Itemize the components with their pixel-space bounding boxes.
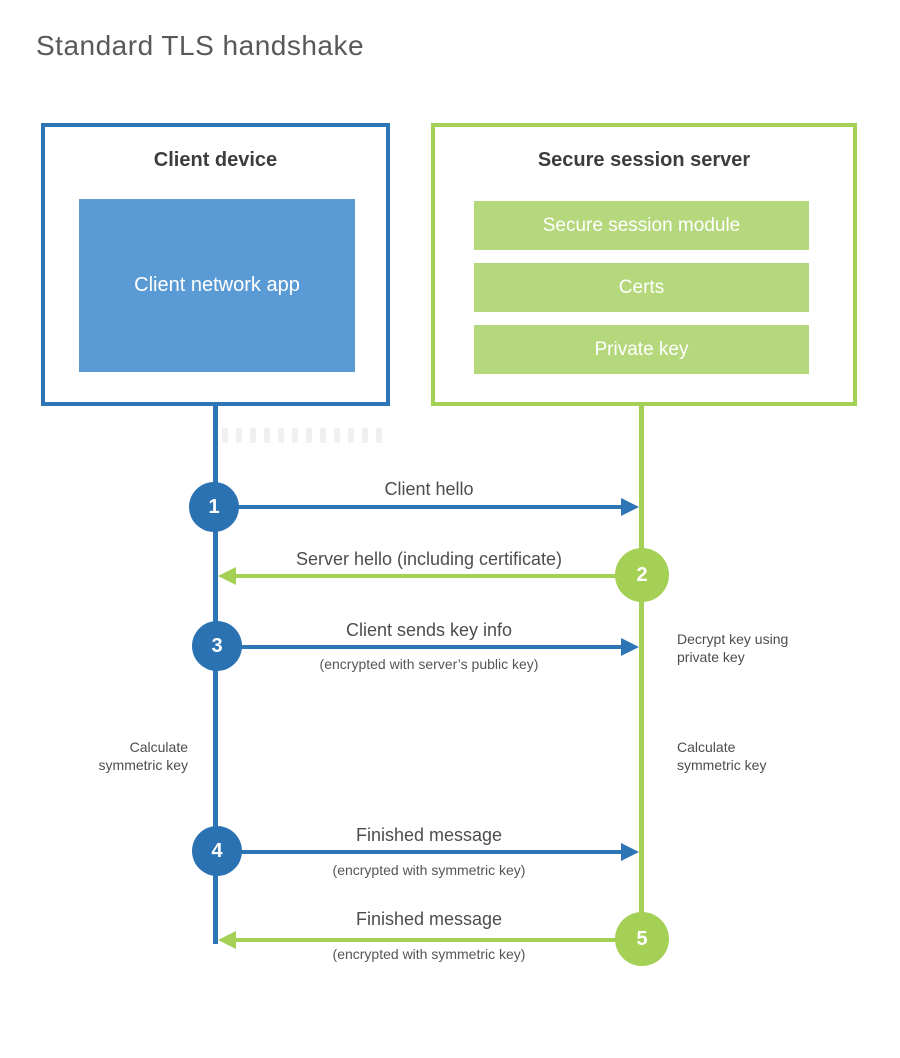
server-module-secure-session-module: Secure session module [474,201,809,250]
arrow-finished-client [217,850,623,854]
note-calculate-symmetric-key-server: Calculate symmetric key [677,739,767,773]
arrowhead-right-icon [621,638,639,656]
message-label-client-hello: Client hello [384,479,474,499]
server-module-certs: Certs [474,263,809,312]
note-calculate-symmetric-key-client: Calculate symmetric key [98,739,188,773]
message-label-finished-client: Finished message [355,825,503,845]
message-label-finished-server: Finished message [355,909,503,929]
arrowhead-left-icon [218,931,236,949]
client-lifeline [213,404,218,944]
arrow-client-key-info [217,645,623,649]
step-circle-4: 4 [192,826,242,876]
client-network-app-box: Client network app [79,199,355,372]
secure-session-server-title: Secure session server [537,149,751,171]
client-network-app-label: Client network app [134,274,300,296]
faint-dashed-artifact [222,428,386,443]
message-sublabel-encrypted-symmetric-key: (encrypted with symmetric key) [332,862,526,878]
message-sublabel-encrypted-public-key: (encrypted with server’s public key) [319,656,539,672]
client-device-title: Client device [153,149,278,171]
arrow-finished-server [236,938,642,942]
step-circle-3: 3 [192,621,242,671]
secure-session-server-box: Secure session server Secure session mod… [431,123,857,406]
step-circle-2: 2 [615,548,669,602]
arrowhead-right-icon [621,843,639,861]
server-lifeline [639,404,644,966]
message-label-server-hello: Server hello (including certificate) [295,549,563,569]
step-circle-5: 5 [615,912,669,966]
server-module-private-key: Private key [474,325,809,374]
arrow-server-hello [236,574,642,578]
arrow-client-hello [215,505,623,509]
note-decrypt-key: Decrypt key using private key [677,631,789,665]
arrowhead-right-icon [621,498,639,516]
client-device-box: Client device Client network app [41,123,390,406]
message-label-client-key-info: Client sends key info [345,620,513,640]
message-sublabel-encrypted-symmetric-key: (encrypted with symmetric key) [332,946,526,962]
step-circle-1: 1 [189,482,239,532]
page-title: Standard TLS handshake [36,30,365,61]
arrowhead-left-icon [218,567,236,585]
